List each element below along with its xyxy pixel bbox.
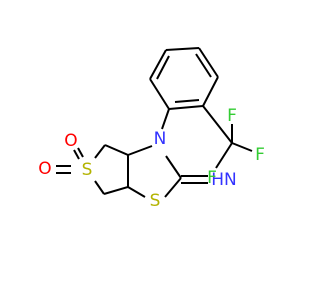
bond-ph-inner-1 xyxy=(174,99,200,103)
bond-ph-c1-c2 xyxy=(168,105,204,110)
bond-c2-s xyxy=(164,177,182,198)
atom-f-right: F xyxy=(255,145,265,165)
atom-n-ring: N xyxy=(154,129,167,149)
atom-f-bottom: F xyxy=(207,168,217,188)
bond-ph-c2-c3 xyxy=(202,76,219,107)
bond-ph-inner-3 xyxy=(156,55,170,80)
molecule-structure-diagram: N S S O O HN F F F xyxy=(38,47,265,211)
bond-cf3-f-right xyxy=(231,142,253,152)
bond-cf3-f-bottom xyxy=(215,142,233,169)
bond-ph-c6-c1 xyxy=(149,78,170,110)
atom-imine-hn: HN xyxy=(211,170,237,190)
bond-n-phenyl xyxy=(161,108,170,130)
atom-s-sulfone: S xyxy=(82,160,93,180)
atom-o-left: O xyxy=(38,159,51,179)
bond-layer xyxy=(56,47,253,198)
bond-ph-c4-c5 xyxy=(165,47,200,51)
bond-ph-inner-2 xyxy=(195,53,212,78)
bond-c3a-n xyxy=(127,145,153,156)
atom-label-layer: N S S O O HN F F F xyxy=(38,106,265,211)
bond-ch2top-s xyxy=(94,144,106,159)
bond-s-c6a xyxy=(127,186,146,198)
bond-ph-c5-c6 xyxy=(149,49,167,80)
bond-n-c2 xyxy=(165,155,182,179)
bond-s-o-top-2 xyxy=(77,147,84,158)
bond-s-o-top-1 xyxy=(73,149,80,160)
bond-ph-c3-c4 xyxy=(198,47,219,78)
bond-ch2top-c3a xyxy=(104,144,129,156)
atom-o-top: O xyxy=(64,131,77,151)
atom-f-top: F xyxy=(227,106,237,126)
atom-s-ring: S xyxy=(150,191,161,211)
bond-c6a-ch2bot xyxy=(103,186,129,195)
bond-ch2bot-s xyxy=(94,180,105,195)
bond-ph-cf3 xyxy=(202,105,233,144)
